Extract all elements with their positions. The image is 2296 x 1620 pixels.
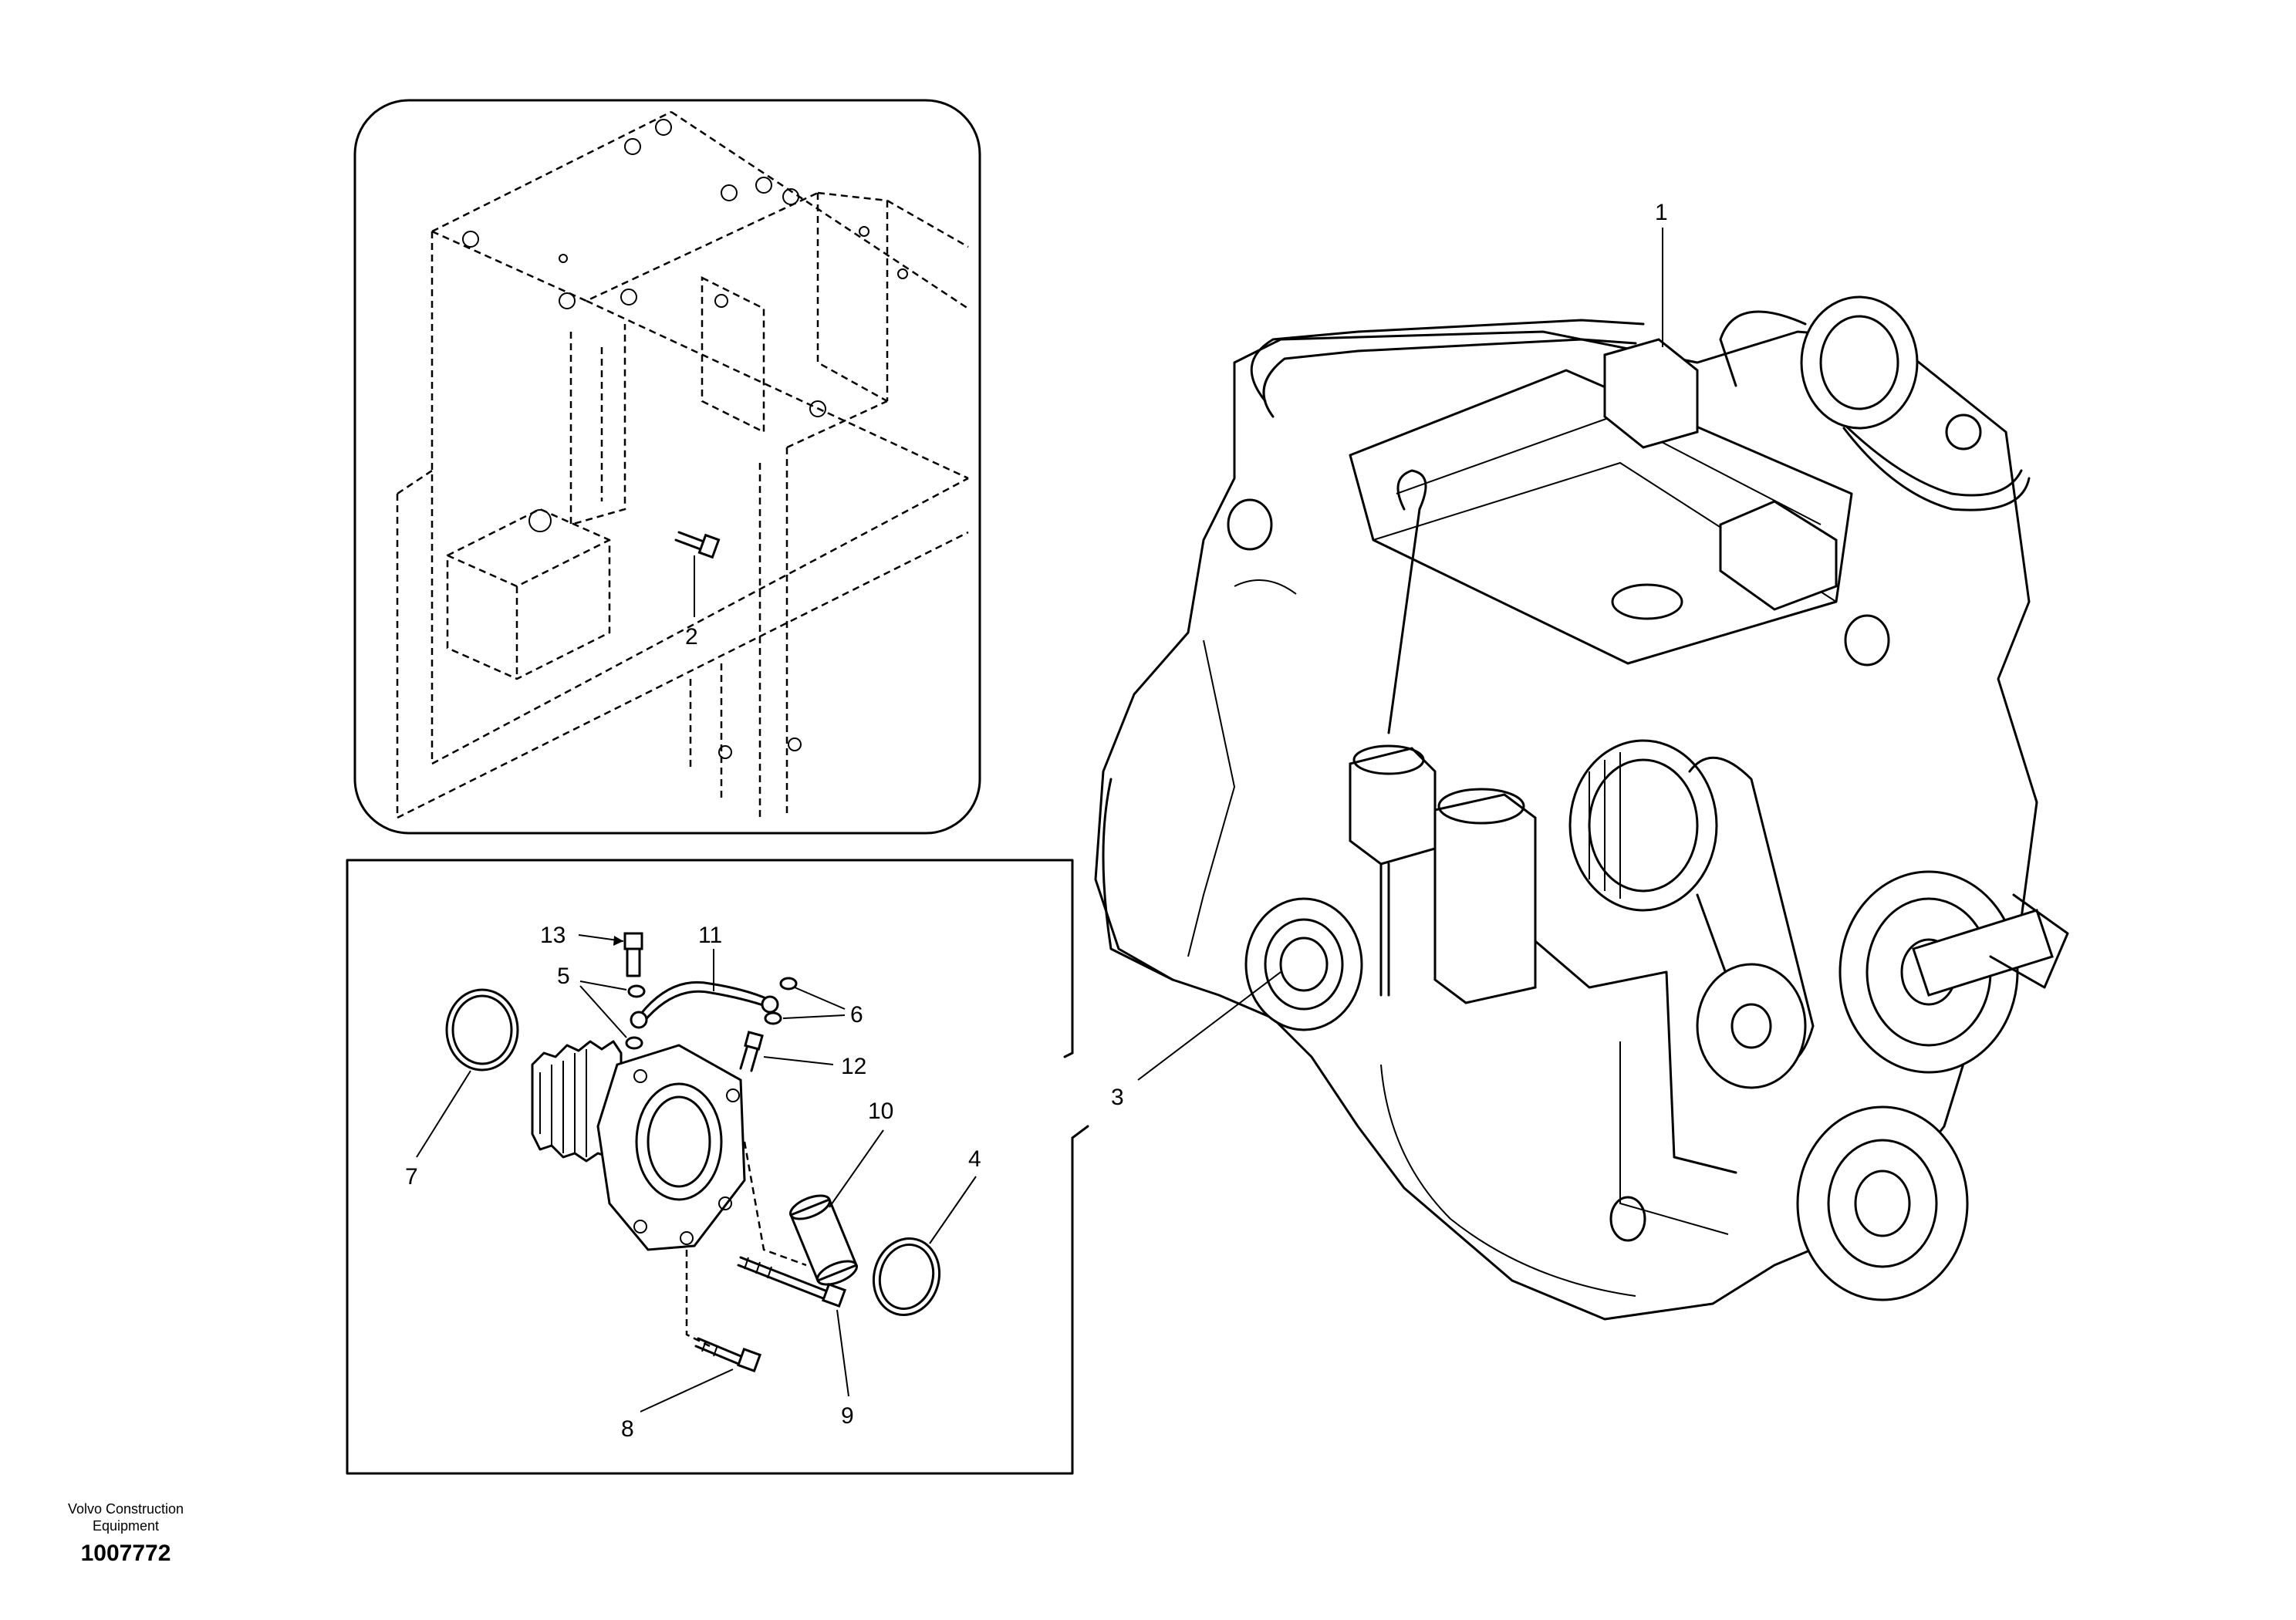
oil-filter	[1433, 788, 1537, 1004]
o-ring-part-7	[445, 988, 519, 1072]
pump-body	[596, 1044, 807, 1348]
callout-2: 2	[685, 624, 698, 650]
drawing-number: 1007772	[80, 1541, 171, 1566]
frame-fasteners	[462, 119, 908, 759]
callout-6: 6	[850, 1002, 863, 1028]
callout-7: 7	[405, 1164, 418, 1190]
pump-mount-flange	[1244, 897, 1363, 1031]
o-ring-part-4	[872, 1237, 941, 1317]
bolt-part-2	[674, 531, 721, 559]
callout-9: 9	[841, 1403, 854, 1429]
frame-detail-inset: 2	[353, 99, 981, 835]
callout-1: 1	[1655, 200, 1668, 225]
washer-part-5a	[627, 984, 646, 998]
company-name-line2: Equipment	[92, 1518, 160, 1534]
turbocharger	[1719, 295, 1982, 451]
inset-pump-border	[346, 859, 1074, 1475]
washer-part-6a	[779, 977, 798, 991]
sleeve-part-10	[789, 1194, 858, 1286]
bolt-part-9	[737, 1256, 847, 1308]
bolt-part-8	[694, 1337, 762, 1373]
callout-12: 12	[841, 1054, 866, 1079]
bolt-part-13	[623, 932, 643, 977]
callout-11: 11	[698, 923, 722, 948]
frame-dashed-outline	[396, 110, 969, 819]
title-block: Volvo Construction Equipment 1007772	[29, 1500, 222, 1567]
alternator	[1568, 739, 1718, 912]
pump-detail-inset: 7 13 5	[346, 859, 1089, 1475]
fan-hub	[1796, 1105, 1969, 1301]
callout-13: 13	[540, 923, 566, 948]
callout-4: 4	[968, 1146, 981, 1172]
bolt-part-12	[739, 1031, 764, 1072]
callout-5: 5	[557, 964, 570, 989]
callout-8: 8	[621, 1416, 634, 1442]
washer-part-5b	[625, 1036, 643, 1050]
company-name-line1: Volvo Construction	[67, 1501, 184, 1517]
inset-frame-border	[353, 99, 981, 835]
leader-3	[1137, 971, 1281, 1081]
pipe-part-11	[630, 980, 779, 1029]
engine-assembly	[1094, 295, 2069, 1321]
callout-3: 3	[1111, 1085, 1124, 1110]
callout-10: 10	[868, 1099, 893, 1124]
washer-part-6b	[764, 1011, 782, 1025]
tensioner-pulley	[1696, 963, 1807, 1089]
fuel-filter	[1349, 744, 1437, 866]
